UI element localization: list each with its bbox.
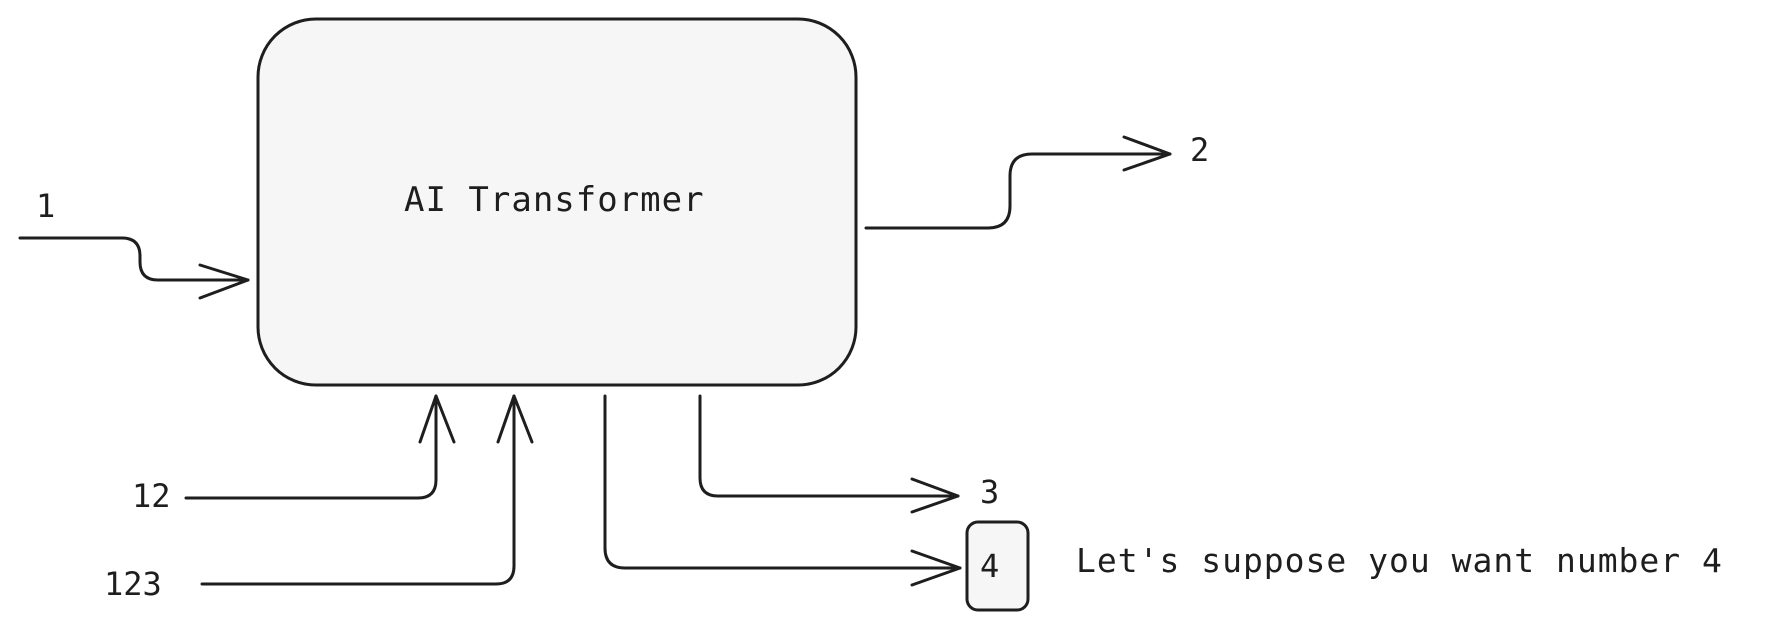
- input-1-arrowhead: [198, 263, 250, 300]
- output-2-arrowhead: [1122, 135, 1172, 172]
- input-123-arrow: [200, 394, 516, 586]
- output-4-arrowhead: [910, 549, 962, 587]
- input-123-label: 123: [104, 565, 162, 603]
- output-4-label: 4: [980, 547, 1000, 585]
- input-12-arrowhead: [418, 394, 456, 444]
- note-text: Let's suppose you want number 4: [1076, 541, 1723, 580]
- input-1-arrow: [18, 236, 250, 282]
- ai-transformer-box[interactable]: [256, 17, 858, 387]
- input-1-label: 1: [36, 187, 56, 225]
- output-3-label: 3: [980, 473, 1000, 511]
- output-2-arrow: [864, 152, 1172, 230]
- input-12-label: 12: [132, 477, 171, 515]
- output-4-arrow: [603, 394, 962, 570]
- ai-transformer-label: AI Transformer: [404, 180, 705, 220]
- input-12-arrow: [184, 394, 438, 500]
- output-3-arrowhead: [910, 477, 960, 514]
- output-2-label: 2: [1190, 131, 1210, 169]
- output-3-arrow: [698, 394, 960, 498]
- output-4-box[interactable]: [965, 520, 1030, 612]
- input-123-arrowhead: [496, 394, 534, 444]
